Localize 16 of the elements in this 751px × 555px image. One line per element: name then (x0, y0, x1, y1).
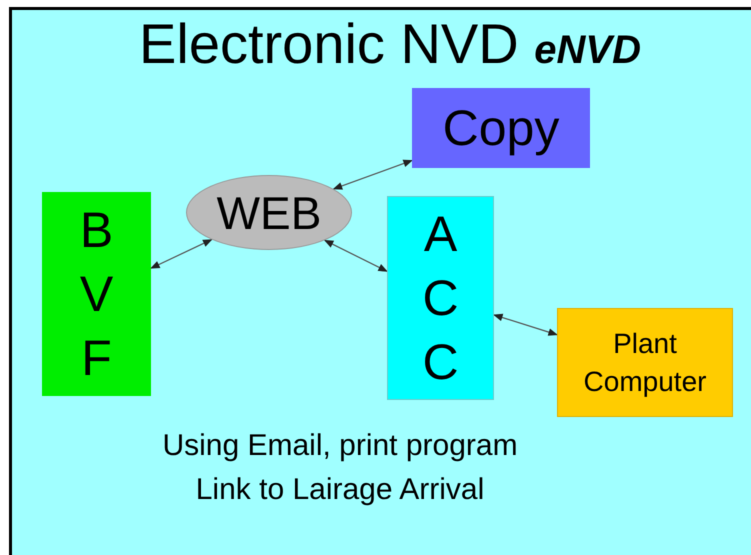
double-arrow (332, 160, 413, 190)
node-label: Plant Computer (582, 326, 708, 399)
process-box (387, 196, 494, 400)
double-arrow (493, 314, 558, 336)
node-label: WEB (216, 190, 322, 236)
node-label: B V F (78, 201, 114, 388)
double-arrow (150, 239, 212, 269)
title: Electronic NVD eNVD (138, 12, 642, 77)
note-text: Link to Lairage Arrival (196, 472, 484, 508)
copy-box (412, 88, 590, 168)
node-label: Copy (442, 103, 560, 153)
process-box (557, 308, 733, 417)
note-text: Using Email, print program (162, 428, 518, 464)
process-box (42, 192, 151, 396)
node-label: A C C (421, 205, 460, 392)
double-arrow (324, 240, 388, 272)
